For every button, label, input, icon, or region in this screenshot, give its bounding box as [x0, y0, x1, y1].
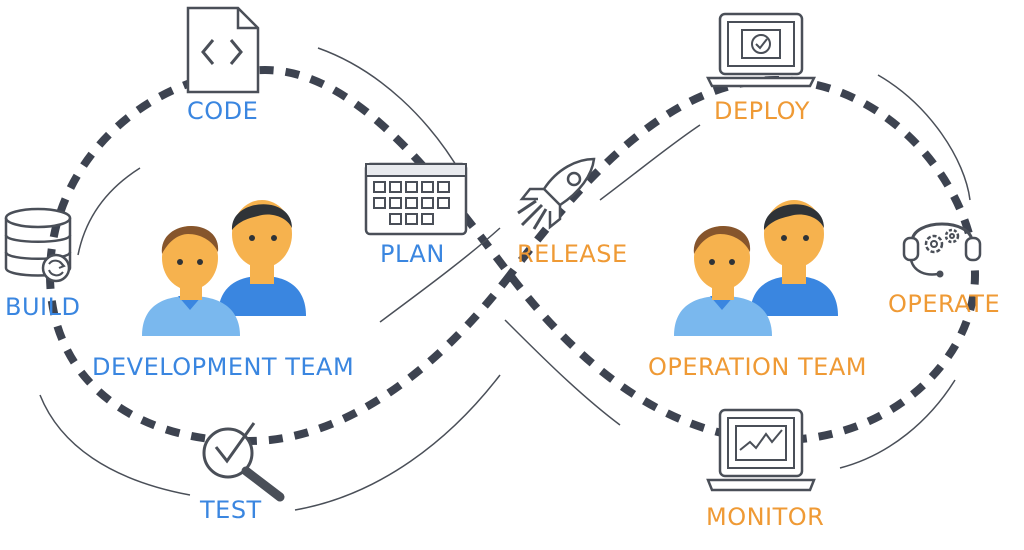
development-team-label: DEVELOPMENT TEAM	[92, 353, 355, 381]
outer-arc-top-right	[599, 124, 701, 201]
magnifier-check-icon	[202, 422, 285, 502]
monitor-label: MONITOR	[706, 503, 825, 531]
outer-arc-center-1	[379, 227, 501, 323]
outer-arc-center-2	[504, 319, 621, 426]
outer-arc-right	[877, 74, 971, 201]
calendar-icon	[364, 162, 468, 236]
outer-arc-bottom-right	[839, 379, 956, 469]
test-label: TEST	[200, 496, 262, 524]
code-file-icon	[186, 6, 260, 94]
build-label: BUILD	[5, 293, 81, 321]
deploy-label: DEPLOY	[714, 97, 810, 125]
development-team-people-icon	[142, 200, 306, 336]
outer-arc-top-left	[317, 47, 463, 176]
outer-arc-bottom-left	[39, 394, 191, 496]
outer-arc-bottom-mid	[294, 374, 501, 511]
operation-team-label: OPERATION TEAM	[648, 353, 867, 381]
headset-gears-icon	[902, 222, 982, 278]
laptop-check-icon	[706, 12, 816, 88]
code-label: CODE	[187, 97, 259, 125]
operate-label: OPERATE	[888, 290, 1001, 318]
outer-arc-left	[77, 167, 141, 256]
laptop-chart-icon	[706, 408, 816, 492]
release-label: RELEASE	[517, 240, 628, 268]
plan-label: PLAN	[380, 240, 445, 268]
operation-team-people-icon	[674, 200, 838, 336]
rocket-icon	[517, 157, 596, 230]
database-icon	[4, 207, 72, 283]
dashed-loop-path	[45, 65, 980, 445]
